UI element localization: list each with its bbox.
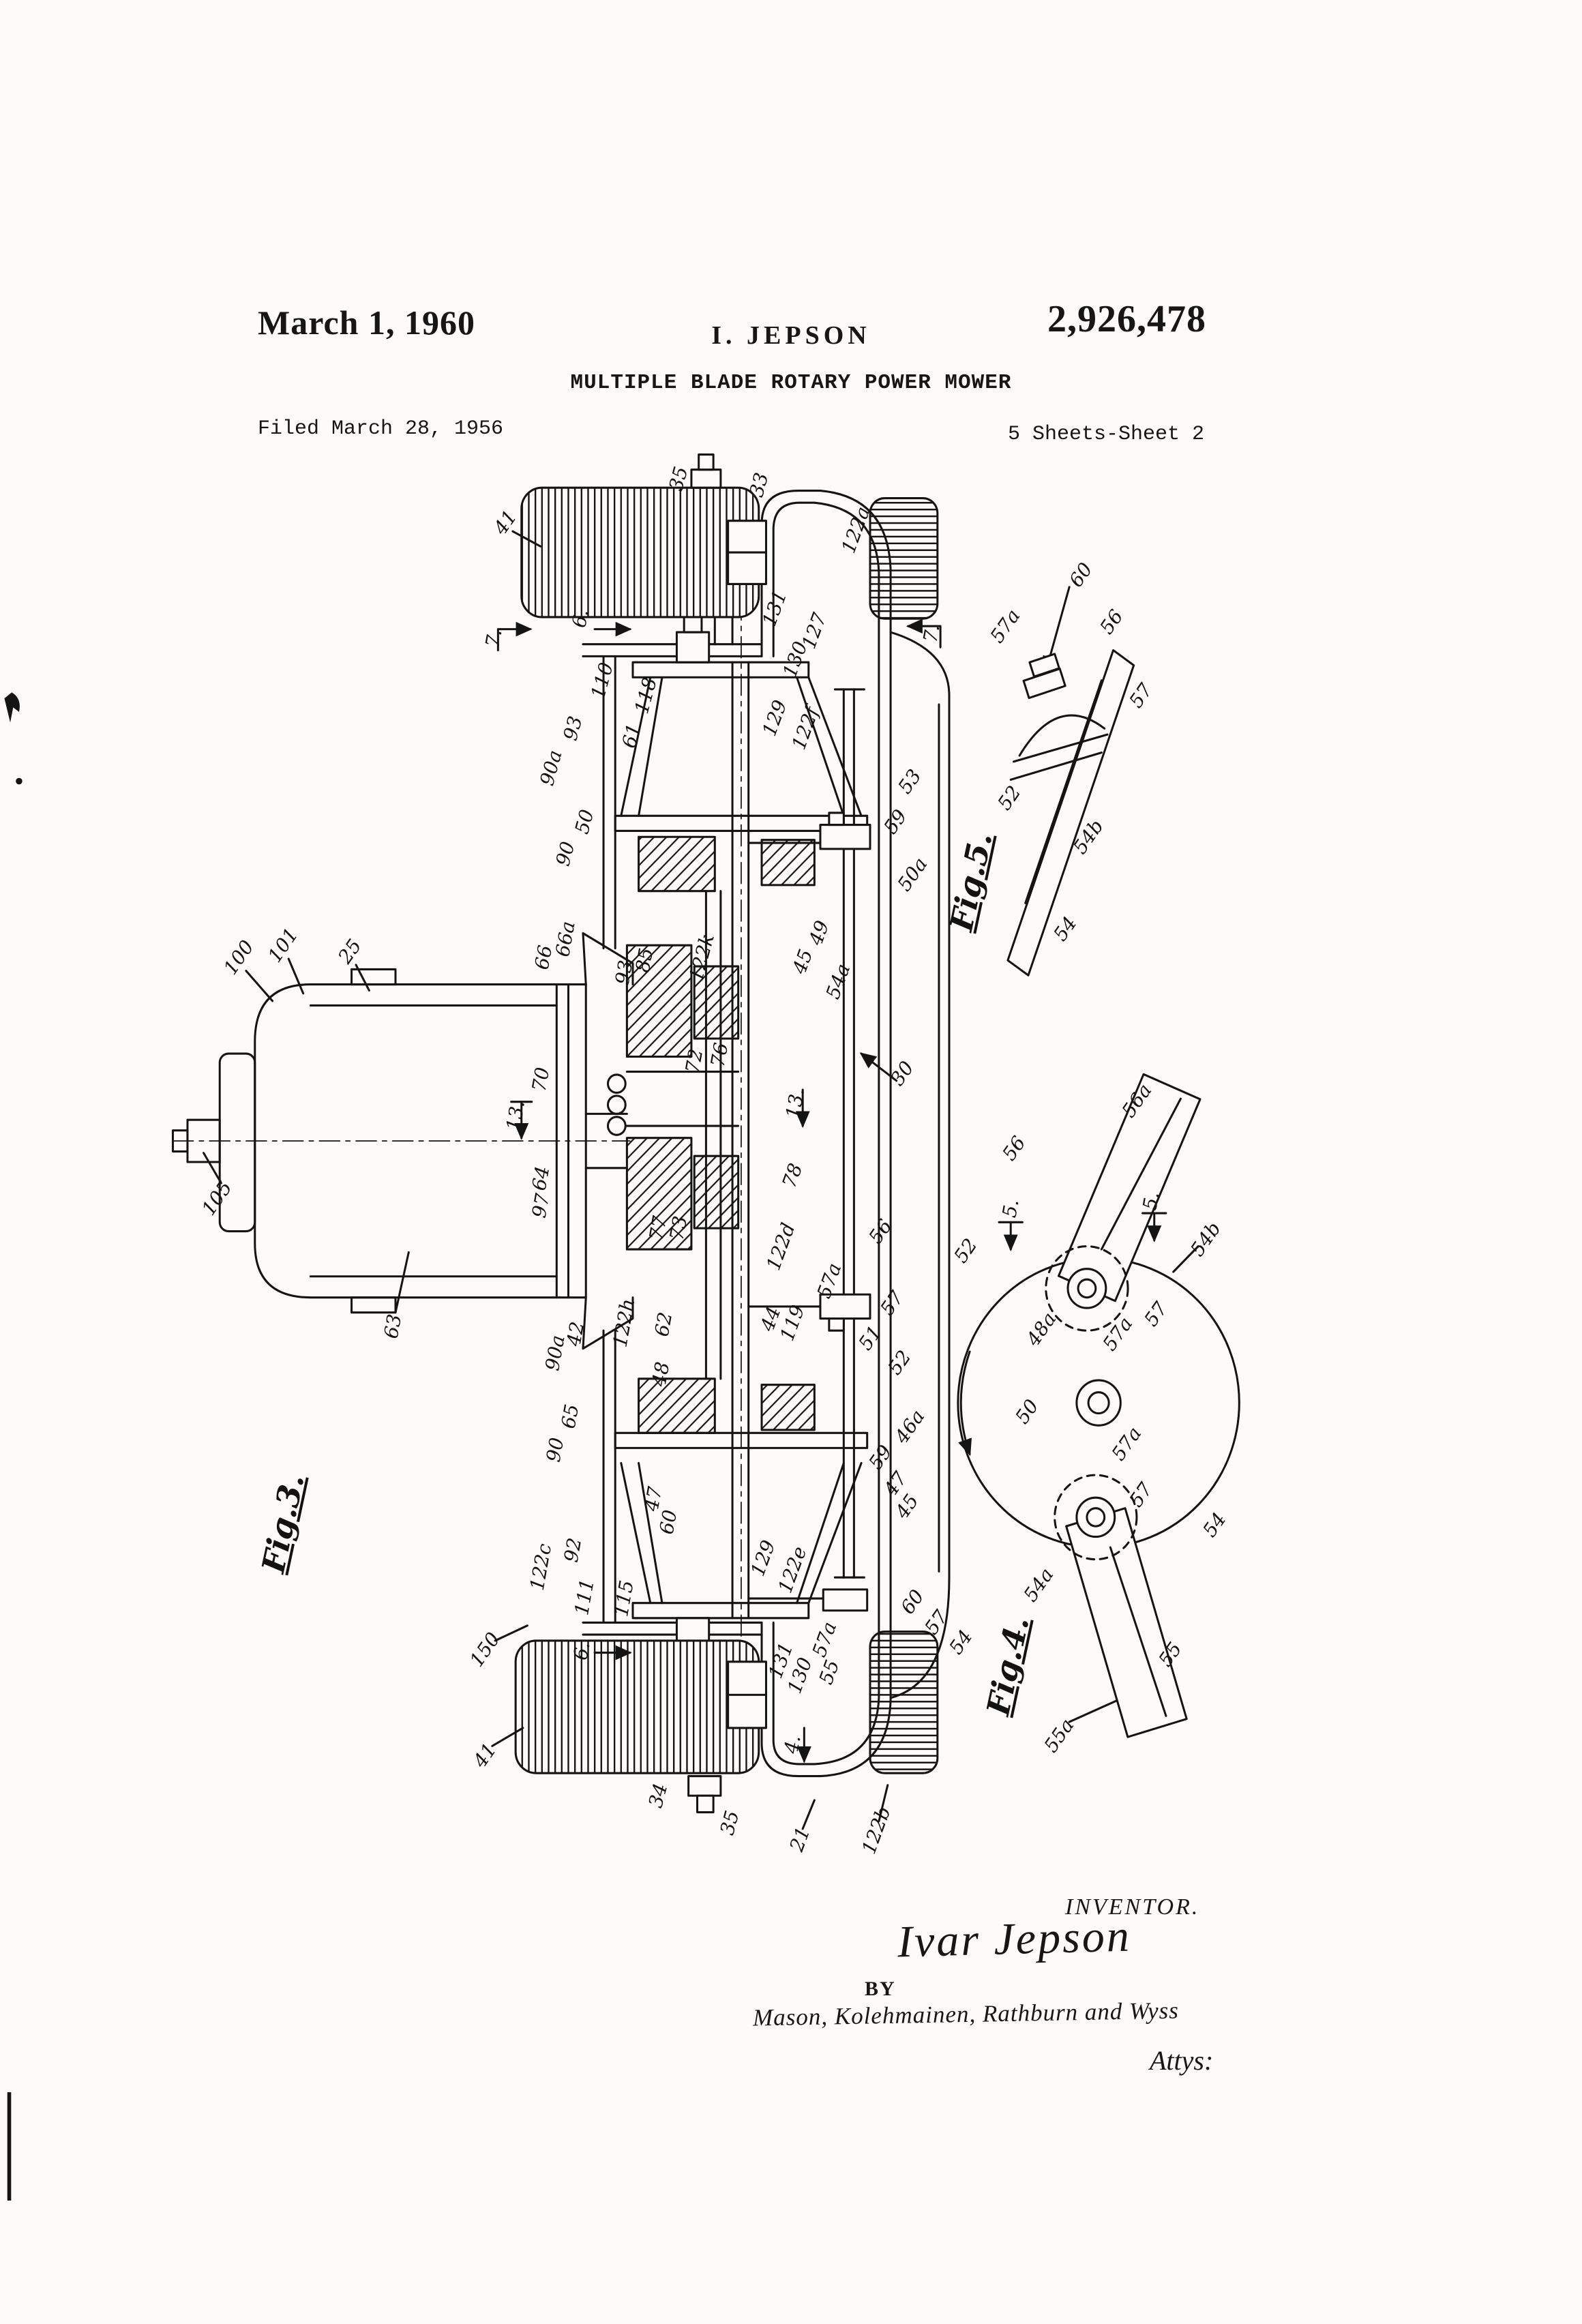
patent-number: 2,926,478 [1047, 298, 1206, 340]
by-label: BY [865, 1978, 896, 2000]
patent-title: MULTIPLE BLADE ROTARY POWER MOWER [570, 371, 1012, 395]
inventor-name-header: I. JEPSON [711, 321, 871, 350]
inventor-caption: INVENTOR. [1065, 1894, 1200, 1920]
patent-date: March 1, 1960 [258, 303, 475, 342]
inventor-signature: Ivar Jepson [897, 1911, 1132, 1967]
attys-label: Attys: [1150, 2045, 1214, 2076]
filed-date: Filed March 28, 1956 [258, 417, 504, 441]
sheet-info: 5 Sheets-Sheet 2 [1008, 423, 1205, 446]
